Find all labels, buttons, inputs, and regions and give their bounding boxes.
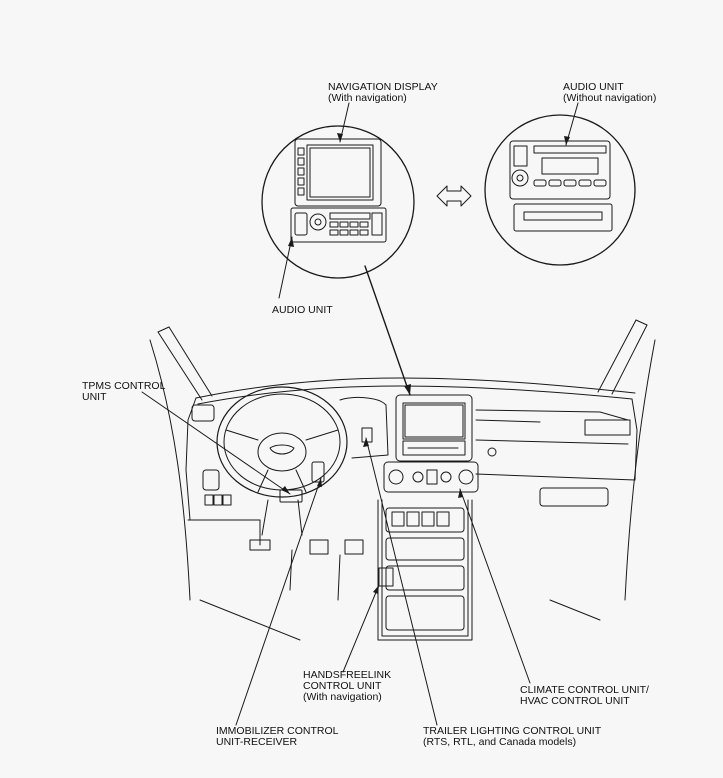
label-handsfreelink-control-unit: HANDSFREELINK CONTROL UNIT (With navigat… [303, 670, 391, 703]
label-tpms-control-unit: TPMS CONTROL UNIT [82, 381, 165, 403]
detail-circle-audio [484, 114, 636, 266]
label-line: HANDSFREELINK [303, 669, 392, 681]
arrow-heads [281, 133, 570, 594]
label-audio-unit: AUDIO UNIT [272, 305, 333, 316]
label-line: IMMOBILIZER CONTROL [216, 725, 339, 737]
label-line: (RTS, RTL, and Canada models) [423, 736, 577, 748]
label-line: AUDIO UNIT [563, 81, 624, 93]
alternate-arrow-icon [436, 185, 472, 207]
dashboard-outline [149, 319, 656, 641]
leader-lines [141, 102, 579, 726]
label-line: NAVIGATION DISPLAY [328, 81, 438, 93]
label-immobilizer-control-unit: IMMOBILIZER CONTROL UNIT-RECEIVER [216, 726, 339, 748]
label-line: UNIT [82, 391, 107, 403]
label-line: (With navigation) [328, 92, 407, 104]
label-line: HVAC CONTROL UNIT [520, 695, 630, 707]
label-audio-unit-without-navigation: AUDIO UNIT (Without navigation) [563, 82, 656, 104]
label-line: AUDIO UNIT [272, 304, 333, 316]
label-line: CONTROL UNIT [303, 680, 382, 692]
label-climate-control-unit: CLIMATE CONTROL UNIT/ HVAC CONTROL UNIT [520, 685, 649, 707]
label-navigation-display: NAVIGATION DISPLAY (With navigation) [328, 82, 438, 104]
label-trailer-lighting-control-unit: TRAILER LIGHTING CONTROL UNIT (RTS, RTL,… [423, 726, 601, 748]
detail-circle-navigation [261, 125, 415, 279]
label-line: TPMS CONTROL [82, 380, 166, 392]
label-line: CLIMATE CONTROL UNIT/ [520, 684, 649, 696]
label-line: (Without navigation) [563, 92, 657, 104]
label-line: (With navigation) [303, 691, 382, 703]
label-line: UNIT-RECEIVER [216, 736, 298, 748]
label-line: TRAILER LIGHTING CONTROL UNIT [423, 725, 602, 737]
